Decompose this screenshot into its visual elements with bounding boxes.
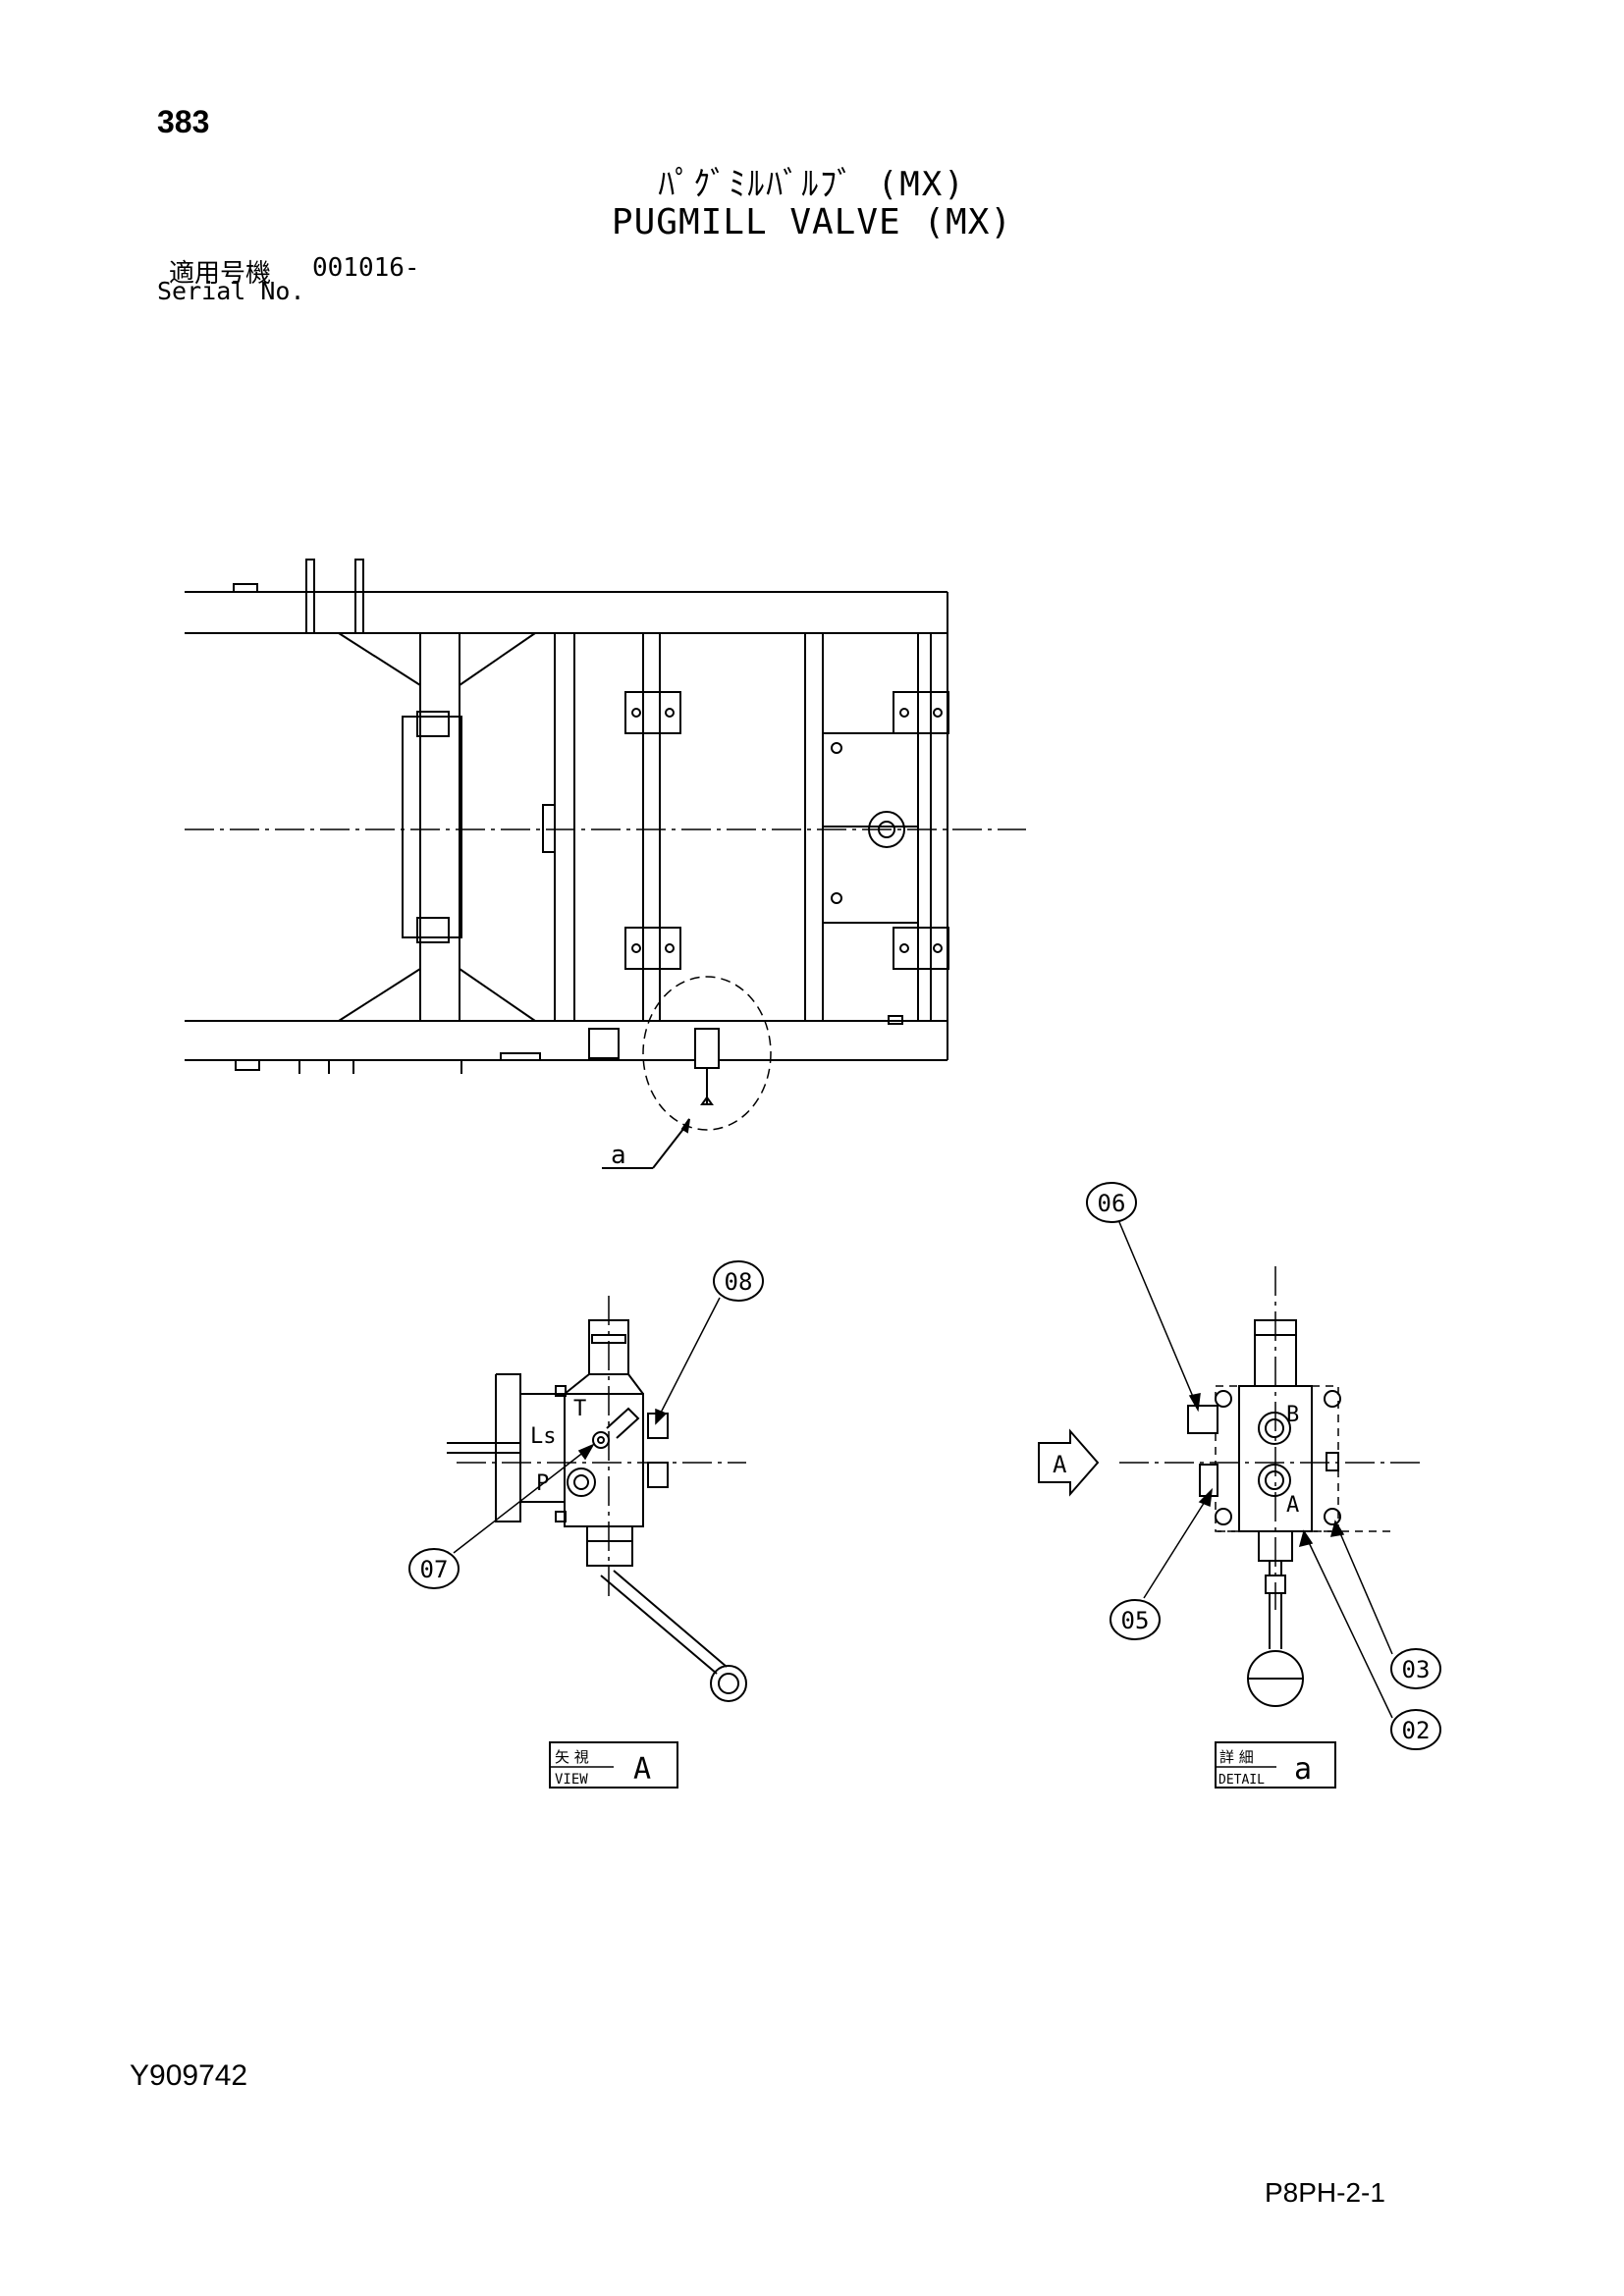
callout-06-text: 06	[1098, 1190, 1126, 1217]
title-english: PUGMILL VALVE (MX)	[611, 202, 1013, 242]
serial-label-english: Serial No.	[157, 277, 305, 305]
detail-a-label-box: 詳 細 DETAIL a	[1215, 1741, 1336, 1789]
callout-02: 02	[1390, 1709, 1441, 1750]
callout-08: 08	[713, 1260, 764, 1302]
page-number: 383	[157, 104, 210, 139]
detail-a-marker	[602, 976, 772, 1169]
leader-lines	[453, 1221, 1393, 1719]
serial-number-value: 001016-	[312, 253, 420, 283]
view-a-valve	[447, 1296, 747, 1702]
detail-box-english: DETAIL	[1218, 1773, 1265, 1788]
callout-03: 03	[1390, 1648, 1441, 1689]
callout-07: 07	[408, 1548, 460, 1589]
port-label-p: P	[536, 1471, 549, 1496]
view-arrow-label: A	[1053, 1451, 1067, 1478]
port-label-ls: Ls	[530, 1424, 557, 1449]
machine-frame	[185, 559, 949, 1074]
port-label-t: T	[573, 1397, 586, 1421]
callout-02-text: 02	[1402, 1717, 1431, 1744]
callout-05-text: 05	[1121, 1607, 1150, 1634]
port-label-a: A	[1286, 1493, 1299, 1518]
view-box-japanese: 矢 視	[555, 1748, 589, 1766]
callout-05: 05	[1110, 1599, 1161, 1640]
detail-box-letter: a	[1294, 1752, 1312, 1787]
callout-03-text: 03	[1402, 1656, 1431, 1683]
detail-box-japanese: 詳 細	[1219, 1748, 1254, 1766]
callout-06: 06	[1086, 1182, 1137, 1223]
port-label-b: B	[1286, 1403, 1299, 1427]
title-japanese: ﾊﾟｸﾞﾐﾙﾊﾞﾙﾌﾞ (MX)	[658, 165, 966, 204]
detail-a-valve	[1038, 1266, 1424, 1707]
serial-label-japanese: 適用号機	[169, 259, 272, 289]
callout-07-text: 07	[420, 1556, 449, 1583]
document-code: Y909742	[130, 2059, 248, 2092]
detail-ref-label: a	[611, 1141, 626, 1170]
view-box-letter: A	[633, 1752, 651, 1787]
callout-08-text: 08	[725, 1268, 753, 1296]
view-box-english: VIEW	[555, 1772, 588, 1788]
view-a-label-box: 矢 視 VIEW A	[549, 1741, 678, 1789]
sheet-reference: P8PH-2-1	[1265, 2177, 1385, 2208]
